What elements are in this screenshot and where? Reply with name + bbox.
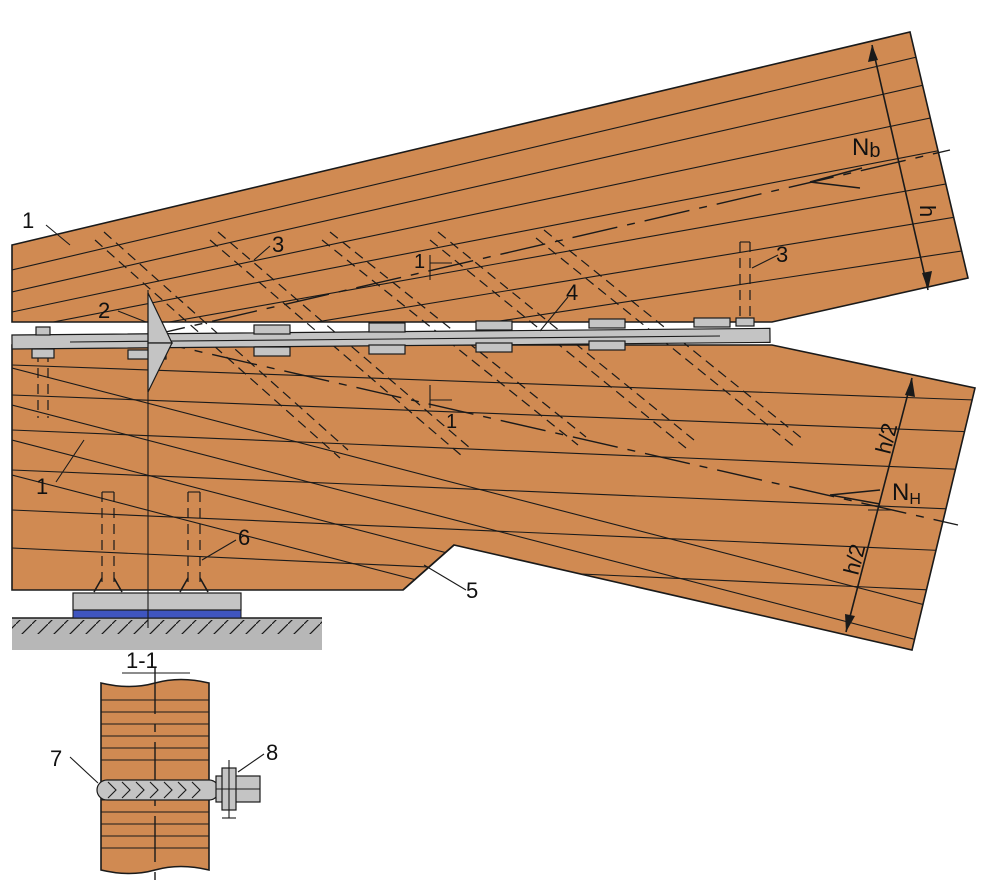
force-arrows bbox=[809, 167, 881, 505]
dim-upper-height: h bbox=[915, 205, 940, 217]
upper-force-arrow bbox=[809, 167, 863, 189]
bolt-nut bbox=[253, 324, 291, 357]
bolt-nut bbox=[368, 322, 406, 355]
bolt-nut bbox=[693, 317, 731, 328]
labels: 1 2 3 3 4 1 6 5 1 1 1-1 7 8 h h/2 h/2 Nb… bbox=[22, 134, 940, 771]
left-anchor-bolt bbox=[31, 326, 55, 418]
support-bolts bbox=[93, 491, 209, 593]
bolt-nut bbox=[588, 318, 626, 351]
ground-hatching bbox=[12, 620, 322, 634]
label-section-mark-bottom: 1 bbox=[446, 411, 457, 433]
lower-force-axis bbox=[139, 337, 959, 526]
support-bolt bbox=[93, 491, 123, 593]
label-part6: 6 bbox=[238, 525, 250, 550]
lower-height-dim bbox=[845, 377, 913, 633]
steel-connection bbox=[11, 241, 771, 418]
screw-thread bbox=[107, 781, 201, 799]
label-part5: 5 bbox=[466, 578, 478, 603]
label-section-mark-top: 1 bbox=[414, 251, 425, 273]
force-lower-label: NH bbox=[892, 479, 921, 508]
vertical-bolt bbox=[735, 241, 755, 327]
bearing-pad bbox=[72, 609, 242, 619]
label-part8: 8 bbox=[266, 740, 278, 765]
upper-height-dim bbox=[871, 44, 929, 291]
label-section-title: 1-1 bbox=[126, 648, 158, 673]
lower-chord-body bbox=[11, 344, 976, 651]
lower-force-arrow bbox=[829, 489, 881, 505]
label-part1-upper: 1 bbox=[22, 208, 34, 233]
label-part3-left: 3 bbox=[272, 232, 284, 257]
ground-support bbox=[12, 592, 322, 650]
label-part3-right: 3 bbox=[776, 242, 788, 267]
upper-chord-body bbox=[11, 31, 969, 323]
dimensions bbox=[845, 44, 932, 633]
lower-chord bbox=[11, 344, 976, 651]
label-part1-lower: 1 bbox=[36, 474, 48, 499]
bolt-nut bbox=[475, 320, 513, 353]
label-part4: 4 bbox=[566, 280, 578, 305]
leader-lines bbox=[45, 224, 779, 591]
upper-chord-grain bbox=[12, 44, 968, 322]
upper-chord bbox=[11, 31, 969, 323]
section-1-1 bbox=[69, 668, 265, 885]
base-plate bbox=[72, 592, 242, 611]
support-bolt bbox=[179, 491, 209, 593]
label-part2: 2 bbox=[98, 298, 110, 323]
force-upper-label: Nb bbox=[852, 134, 880, 162]
section-cut-marks bbox=[429, 255, 452, 408]
label-part7: 7 bbox=[50, 746, 62, 771]
shear-plate bbox=[147, 290, 173, 628]
